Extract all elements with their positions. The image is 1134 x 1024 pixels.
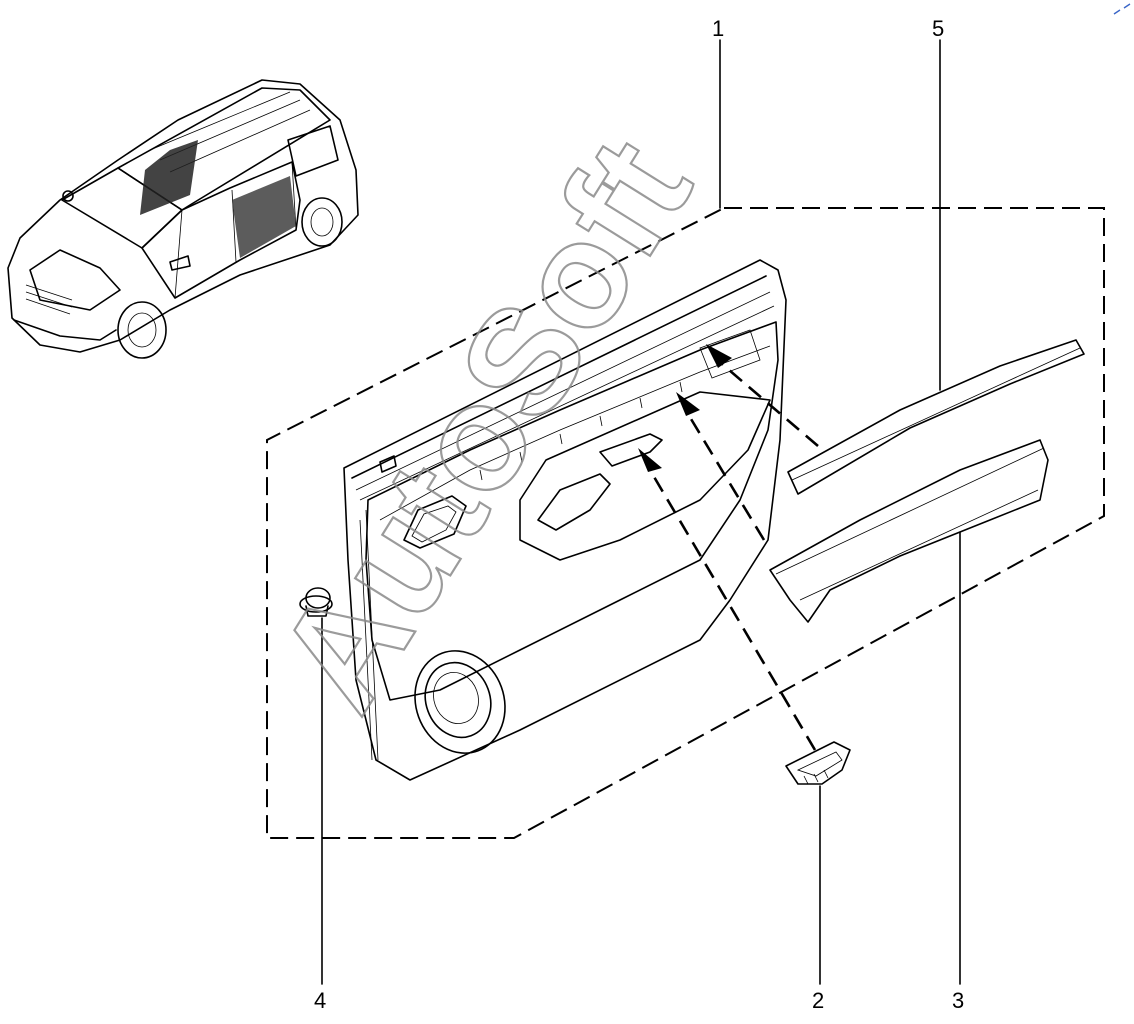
leader-lines [321,39,961,985]
clip-fastener [299,587,333,617]
callout-label-2: 2 [812,988,824,1013]
armrest-trim [769,439,1049,623]
assembly-arrows [638,344,819,751]
callout-label-5: 5 [932,16,944,41]
corner-mark-icon [1113,3,1131,15]
callout-label-4: 4 [314,988,326,1013]
switch-bezel [785,741,851,785]
assembly-dashed-outline [266,207,1105,839]
callout-label-3: 3 [952,988,964,1013]
door-trim-panel [343,259,787,781]
watermark-text: AutoSoft [245,111,723,737]
car-thumbnail [7,79,359,359]
upper-moulding-strip [787,339,1085,495]
callout-label-1: 1 [712,16,724,41]
